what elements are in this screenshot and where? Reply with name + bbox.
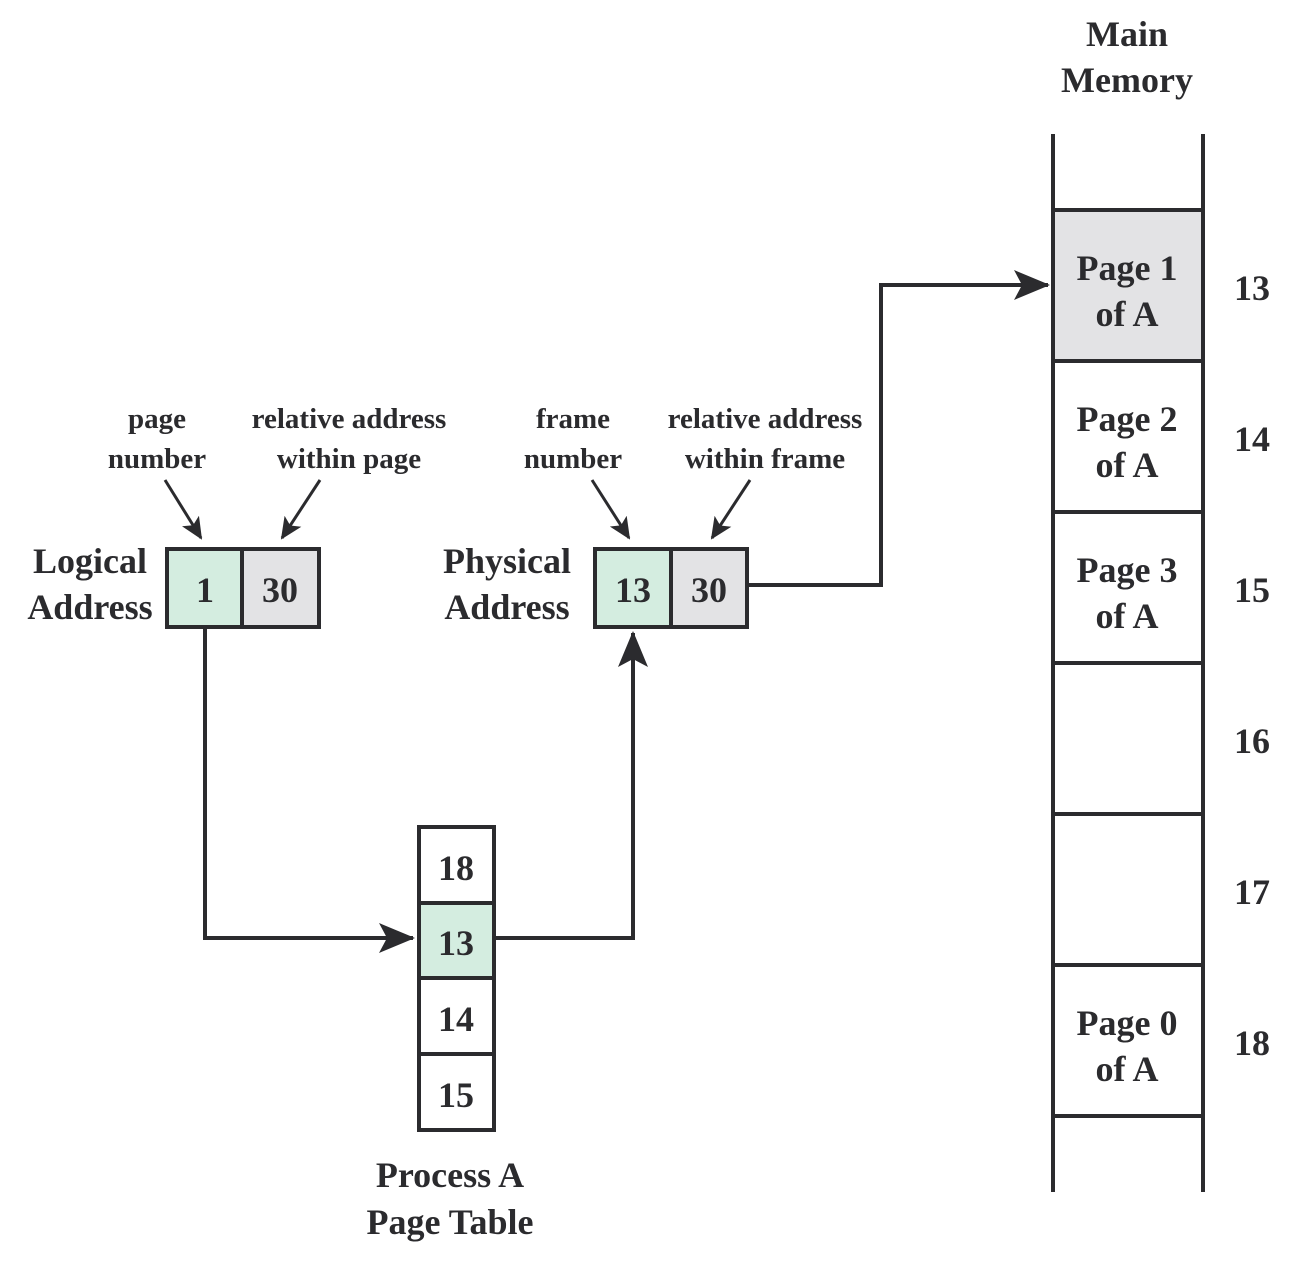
page-table: 18 13 14 15 Process A Page Table bbox=[366, 825, 534, 1242]
memory-frame-15-line1: Page 3 bbox=[1077, 550, 1178, 590]
memory-frame-13-line2: of A bbox=[1096, 294, 1159, 334]
memory-frame-15-line2: of A bbox=[1096, 596, 1159, 636]
frame-number-18: 18 bbox=[1234, 1023, 1270, 1063]
note-relative-address-frame-line2: within frame bbox=[685, 443, 845, 475]
logical-address-group: Logical Address 1 30 page number relativ… bbox=[27, 403, 447, 629]
main-memory: Main Memory Page 1 of A 13 Page 2 of A 1… bbox=[1051, 14, 1270, 1192]
page-table-entry-3 bbox=[417, 1052, 496, 1132]
logical-offset-value: 30 bbox=[262, 570, 298, 610]
physical-offset-cell bbox=[669, 547, 749, 629]
page-table-value-2: 14 bbox=[438, 999, 474, 1039]
page-table-value-0: 18 bbox=[438, 848, 474, 888]
physical-address-title-line2: Address bbox=[444, 587, 569, 627]
note-relative-address-page-line2: within page bbox=[277, 443, 421, 475]
note-page-number-line2: number bbox=[108, 443, 206, 475]
physical-frame-number-value: 13 bbox=[615, 570, 651, 610]
pointer-arrow-frame-offset bbox=[710, 479, 752, 540]
pointer-arrow-page-number bbox=[163, 479, 203, 540]
frame-number-16: 16 bbox=[1234, 721, 1270, 761]
logical-address-title-line1: Logical bbox=[33, 541, 147, 581]
memory-frame-13-fill bbox=[1053, 210, 1203, 361]
page-table-caption-line1: Process A bbox=[376, 1155, 524, 1195]
physical-address-group: Physical Address 13 30 frame number rela… bbox=[443, 403, 863, 629]
arrow-page-number-to-page-table bbox=[203, 627, 415, 953]
logical-page-number-value: 1 bbox=[196, 570, 214, 610]
arrow-physical-address-to-memory bbox=[747, 270, 1050, 587]
note-relative-address-page-line1: relative address bbox=[252, 403, 447, 435]
pointer-arrow-page-offset bbox=[280, 479, 322, 540]
physical-offset-value: 30 bbox=[691, 570, 727, 610]
page-table-value-3: 15 bbox=[438, 1075, 474, 1115]
frame-number-14: 14 bbox=[1234, 419, 1270, 459]
logical-address-title-line2: Address bbox=[27, 587, 152, 627]
memory-frame-18-line2: of A bbox=[1096, 1049, 1159, 1089]
page-table-entry-1 bbox=[417, 901, 496, 980]
physical-address-title-line1: Physical bbox=[443, 541, 571, 581]
memory-frame-14-line2: of A bbox=[1096, 445, 1159, 485]
logical-offset-cell bbox=[240, 547, 321, 629]
note-frame-number-line1: frame bbox=[536, 403, 610, 435]
frame-number-15: 15 bbox=[1234, 570, 1270, 610]
pointer-arrow-frame-number bbox=[590, 479, 631, 540]
physical-frame-number-cell bbox=[593, 547, 673, 629]
frame-number-17: 17 bbox=[1234, 872, 1270, 912]
frame-number-13: 13 bbox=[1234, 268, 1270, 308]
page-table-caption-line2: Page Table bbox=[366, 1202, 533, 1242]
page-table-value-1: 13 bbox=[438, 923, 474, 963]
note-frame-number-line2: number bbox=[524, 443, 622, 475]
memory-frame-14-line1: Page 2 bbox=[1077, 399, 1178, 439]
note-page-number-line1: page bbox=[128, 403, 186, 435]
memory-frame-18-line1: Page 0 bbox=[1077, 1003, 1178, 1043]
memory-frame-13-line1: Page 1 bbox=[1077, 248, 1178, 288]
main-memory-title-line1: Main bbox=[1086, 14, 1168, 54]
arrow-page-table-to-frame-number bbox=[494, 631, 648, 940]
note-relative-address-frame-line1: relative address bbox=[668, 403, 863, 435]
main-memory-title-line2: Memory bbox=[1061, 60, 1193, 100]
